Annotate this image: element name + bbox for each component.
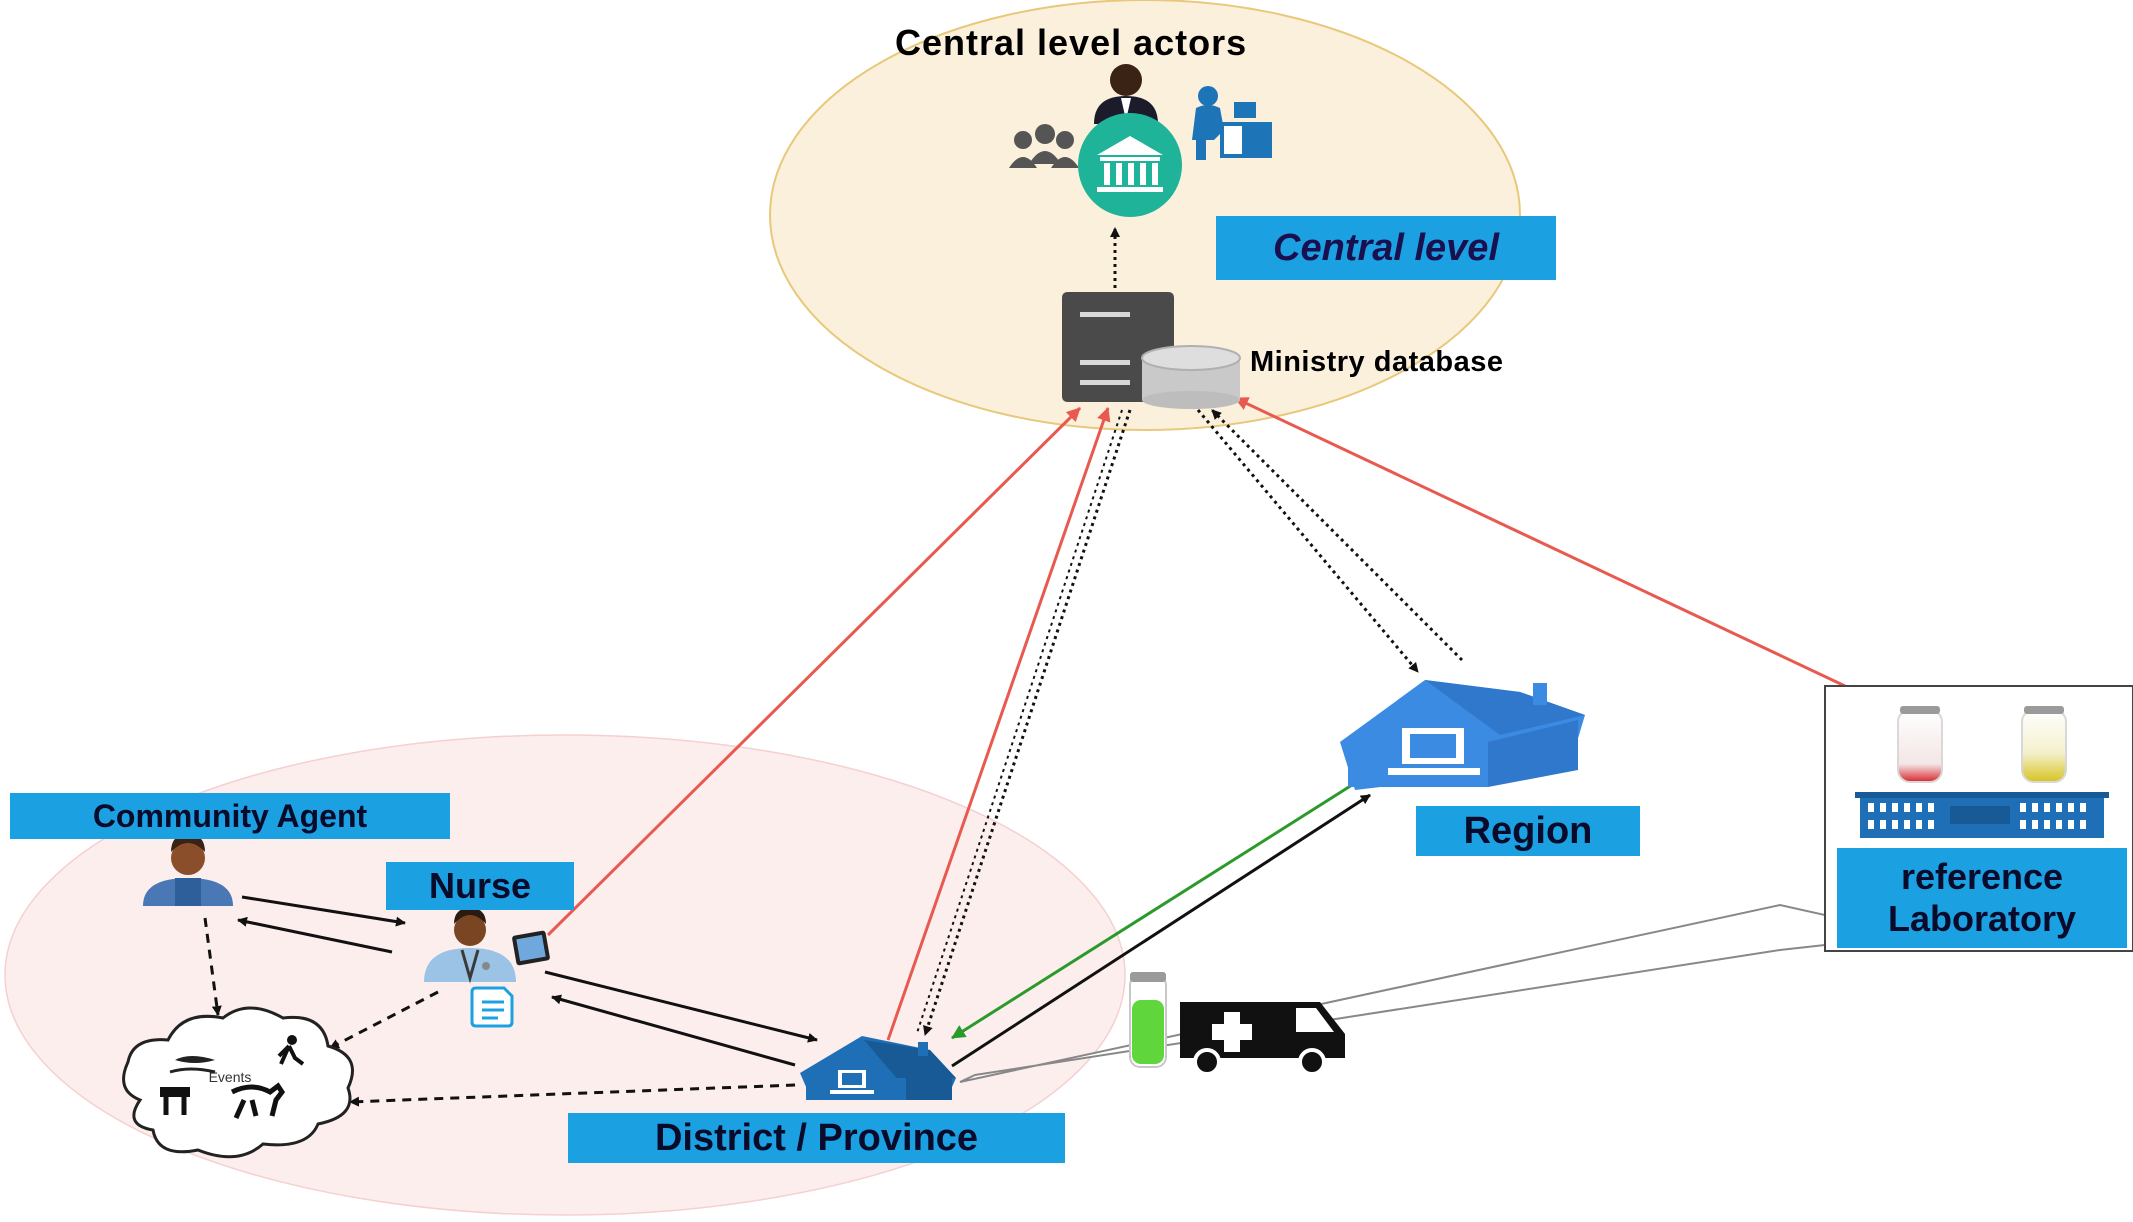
document-icon	[470, 986, 514, 1028]
test-tube-icon	[1897, 706, 1943, 783]
central-level-label: Central level	[1216, 216, 1556, 280]
laboratory-building-icon	[1855, 792, 2109, 838]
arrow-ministry-to-district	[923, 409, 1132, 1036]
computer-icon	[830, 1070, 874, 1094]
arrow-nurse-to-agent	[237, 916, 393, 954]
cloud-icon	[122, 1006, 354, 1159]
test-tube-icon	[1129, 972, 1167, 1068]
test-tube-icon	[2021, 706, 2067, 783]
doctor-icon	[424, 908, 516, 984]
arrow-district-to-events	[349, 1083, 796, 1107]
users-icon	[1009, 124, 1079, 168]
government-building-icon	[1078, 113, 1182, 217]
arrow-ministry-to-district-2	[916, 409, 1123, 1034]
central-level-ellipse	[769, 0, 1521, 431]
tablet-icon	[512, 930, 550, 966]
region-label: Region	[1416, 806, 1640, 856]
arrow-lab-to-ministry	[1234, 396, 1846, 688]
arrow-region-to-ministry	[1210, 408, 1464, 662]
arrow-district-to-region	[951, 793, 1371, 1068]
events-label: Events	[209, 1069, 252, 1085]
district-label: District / Province	[568, 1113, 1065, 1163]
arrow-region-to-district	[951, 783, 1353, 1040]
arrow-agent-to-nurse	[241, 895, 406, 927]
computer-icon	[1388, 728, 1480, 775]
house-icon	[1340, 680, 1585, 790]
reference-laboratory-label: reference Laboratory	[1837, 848, 2127, 948]
arrow-nurse-to-district	[544, 970, 818, 1043]
arrow-district-to-nurse	[551, 994, 796, 1067]
arrow-nurse-to-ministry	[546, 406, 1082, 937]
ambulance-icon	[1180, 1002, 1345, 1076]
desk-worker-icon	[1192, 86, 1272, 160]
arrow-nurse-to-events	[329, 990, 439, 1050]
nurse-label: Nurse	[386, 862, 574, 910]
ministry-database-label: Ministry database	[1250, 346, 1504, 378]
arrow-district-to-ministry	[886, 407, 1111, 1041]
house-icon	[800, 1036, 956, 1100]
database-icon	[1141, 345, 1241, 409]
arrow-agent-to-events	[203, 917, 222, 1016]
person-icon	[143, 834, 233, 906]
arrow-ministry-to-region	[1196, 409, 1420, 673]
central-actors-title: Central level actors	[895, 22, 1248, 63]
community-agent-label: Community Agent	[10, 793, 450, 839]
